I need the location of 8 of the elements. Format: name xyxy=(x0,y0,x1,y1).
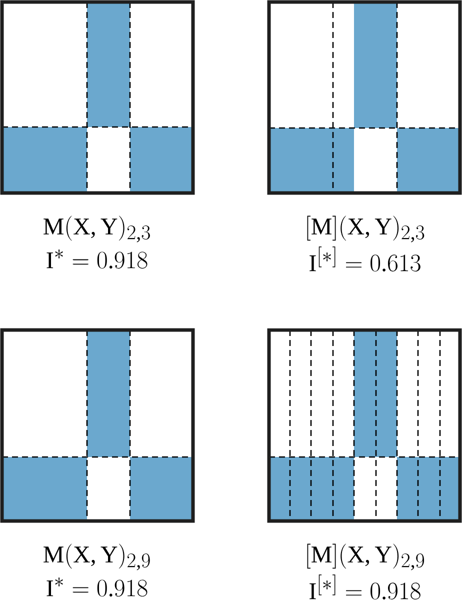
formula-label: $I^{[*]} = 0.918$ xyxy=(310,574,420,600)
formula-label: $I^{*} = 0.918$ xyxy=(46,578,148,597)
formula-label: $M(X,Y)_{2,3}$ xyxy=(44,216,150,242)
formula-label: $I^{[*]} = 0.613$ xyxy=(310,246,420,272)
formula-label: $M(X,Y)_{2,9}$ xyxy=(44,544,150,570)
formula-label: $[M](X,Y)_{2,9}$ xyxy=(307,544,424,570)
formula-label: $[M](X,Y)_{2,3}$ xyxy=(307,216,424,242)
formula-label: $I^{*} = 0.918$ xyxy=(46,250,148,269)
